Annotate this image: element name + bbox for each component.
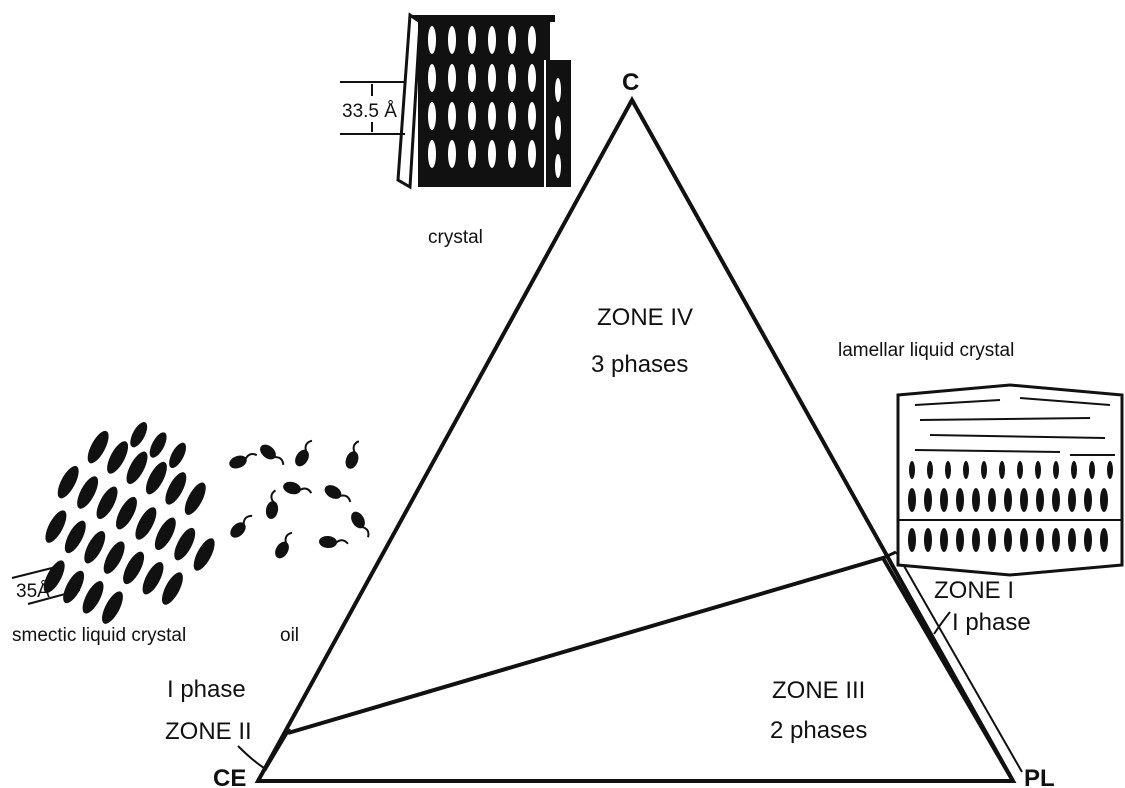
zone-three-phases: 2 phases — [770, 717, 867, 744]
zone-three-name: ZONE III — [772, 677, 865, 704]
zone-two-name: ZONE II — [165, 718, 252, 745]
crystal-spacing-label: 33.5 Å — [342, 101, 397, 122]
triangle-outline — [254, 95, 1017, 783]
smectic-illustration — [11, 422, 215, 624]
crystal-illustration — [340, 12, 571, 190]
vertex-label-ce: CE — [213, 765, 246, 788]
ternary-triangle — [254, 95, 1023, 783]
lamellar-caption: lamellar liquid crystal — [838, 340, 1014, 361]
zone-one-phases: I phase — [952, 609, 1031, 636]
oil-illustration — [229, 439, 370, 559]
oil-caption: oil — [280, 625, 299, 646]
zone-two-phases: I phase — [167, 676, 246, 703]
zone-four-name: ZONE IV — [597, 304, 693, 331]
zone-two-band — [264, 728, 291, 772]
lamellar-illustration — [896, 383, 1124, 577]
zone-one-pointer — [933, 611, 951, 635]
smectic-caption: smectic liquid crystal — [12, 625, 186, 646]
zone-two-pointer — [237, 745, 265, 769]
vertex-label-pl: PL — [1024, 765, 1055, 788]
zone-one-band — [882, 550, 897, 560]
zone-one-name: ZONE I — [934, 577, 1014, 604]
vertex-label-c: C — [622, 69, 639, 96]
zone-four-phases: 3 phases — [591, 351, 688, 378]
smectic-spacing-label: 35Å — [16, 581, 50, 602]
zone-boundary-line — [287, 555, 1015, 783]
crystal-caption: crystal — [428, 227, 483, 248]
zone-one-band-edge — [895, 551, 1023, 773]
